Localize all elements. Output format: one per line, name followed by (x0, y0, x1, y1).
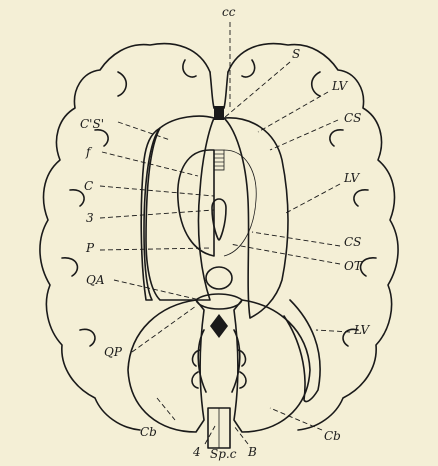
right-posterior-horn (284, 300, 320, 402)
label-lv-low: LV (353, 323, 371, 337)
label-b: B (247, 445, 257, 459)
label-cc: cc (222, 5, 236, 19)
corpus-callosum (210, 72, 228, 120)
label-f: f (85, 145, 93, 159)
right-caudate (224, 118, 288, 318)
corpora-quadrigemina (196, 294, 242, 309)
label-cs-top: CS (344, 111, 361, 125)
spinal-cord (208, 408, 230, 448)
label-cb-left: Cb (140, 425, 157, 439)
label-ot: OT (344, 259, 363, 273)
left-dissected-striatum (141, 116, 214, 300)
label-css: C'S' (80, 117, 104, 131)
label-c: C (84, 179, 93, 193)
label-qp: QP (104, 345, 123, 359)
label-three: 3 (86, 211, 94, 225)
label-lv-top: LV (331, 79, 349, 93)
left-thalamus (178, 150, 214, 256)
label-spc: Sp.c (210, 447, 237, 461)
label-four: 4 (192, 445, 201, 459)
label-qa: QA (86, 273, 105, 287)
label-cb-right: Cb (324, 429, 341, 443)
figure-labels: cc S LV CS C'S' f C LV 3 CS P OT QA LV Q… (80, 5, 371, 461)
label-cs-mid: CS (344, 235, 361, 249)
third-ventricle (206, 150, 232, 289)
label-p: P (85, 241, 95, 255)
label-lv-mid: LV (343, 171, 361, 185)
label-s: S (292, 47, 300, 61)
